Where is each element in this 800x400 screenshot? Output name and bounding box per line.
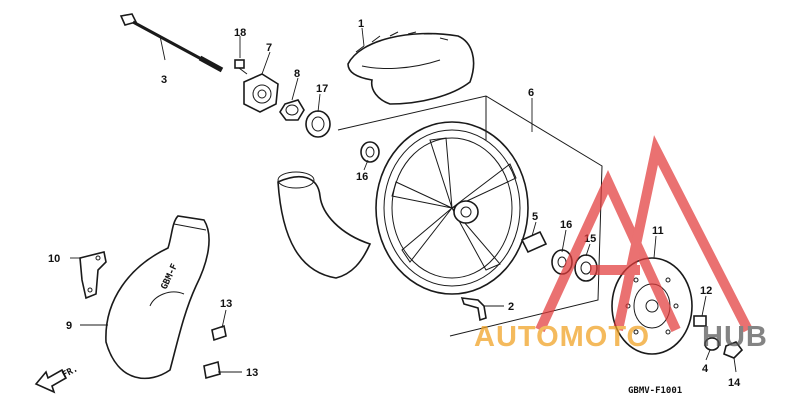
axle-bolt — [119, 13, 224, 73]
callout-16-lower: 16 — [560, 219, 572, 231]
callout-6: 6 — [528, 87, 534, 99]
spacer-5 — [520, 230, 548, 254]
callout-8: 8 — [294, 68, 300, 80]
callout-10: 10 — [48, 253, 60, 265]
small-bolt-18 — [234, 59, 248, 75]
callout-2: 2 — [508, 301, 514, 313]
valve-2 — [460, 297, 487, 322]
callout-14: 14 — [728, 377, 741, 389]
watermark-logo: AUTOMOTO HUB — [474, 135, 768, 353]
callout-9: 9 — [66, 320, 72, 332]
callout-3: 3 — [161, 74, 167, 86]
callout-12: 12 — [700, 285, 712, 297]
watermark-word-hub: HUB — [702, 321, 768, 353]
fender-9: GBM-F — [105, 215, 210, 380]
speedometer-gearbox — [243, 73, 279, 113]
bearing-16-upper — [360, 141, 380, 163]
arrow-left-icon — [34, 368, 68, 394]
bolt-12 — [693, 315, 707, 327]
fr-label: FR. — [61, 364, 80, 380]
watermark-triangles-icon — [535, 135, 753, 333]
callout-17: 17 — [316, 83, 328, 95]
callout-18: 18 — [234, 27, 246, 39]
collar-4 — [704, 337, 720, 351]
wheel-rim — [375, 121, 529, 295]
callout-labels: 1 3 18 7 8 17 6 16 5 16 15 11 10 9 13 13… — [48, 18, 741, 389]
gear-8 — [279, 99, 305, 121]
diagram-code: GBMV-F1001 — [628, 386, 682, 396]
tire — [347, 31, 475, 105]
callout-5: 5 — [532, 211, 538, 223]
front-direction-indicator: FR. — [34, 364, 80, 394]
nut-14 — [723, 341, 744, 359]
leader-lines — [70, 27, 737, 373]
tire-section — [277, 171, 372, 279]
callout-16-upper: 16 — [356, 171, 368, 183]
bolt-13-lower — [203, 360, 221, 380]
callout-1: 1 — [358, 18, 364, 30]
callout-4: 4 — [702, 363, 709, 375]
watermark-word-automoto: AUTOMOTO — [474, 321, 650, 353]
bracket-10 — [79, 251, 107, 300]
callout-7: 7 — [266, 42, 272, 54]
bolt-13-upper — [211, 324, 227, 342]
callout-13-upper: 13 — [220, 298, 232, 310]
washer-17 — [305, 110, 331, 138]
callout-11: 11 — [652, 225, 664, 237]
callout-13-lower: 13 — [246, 367, 258, 379]
